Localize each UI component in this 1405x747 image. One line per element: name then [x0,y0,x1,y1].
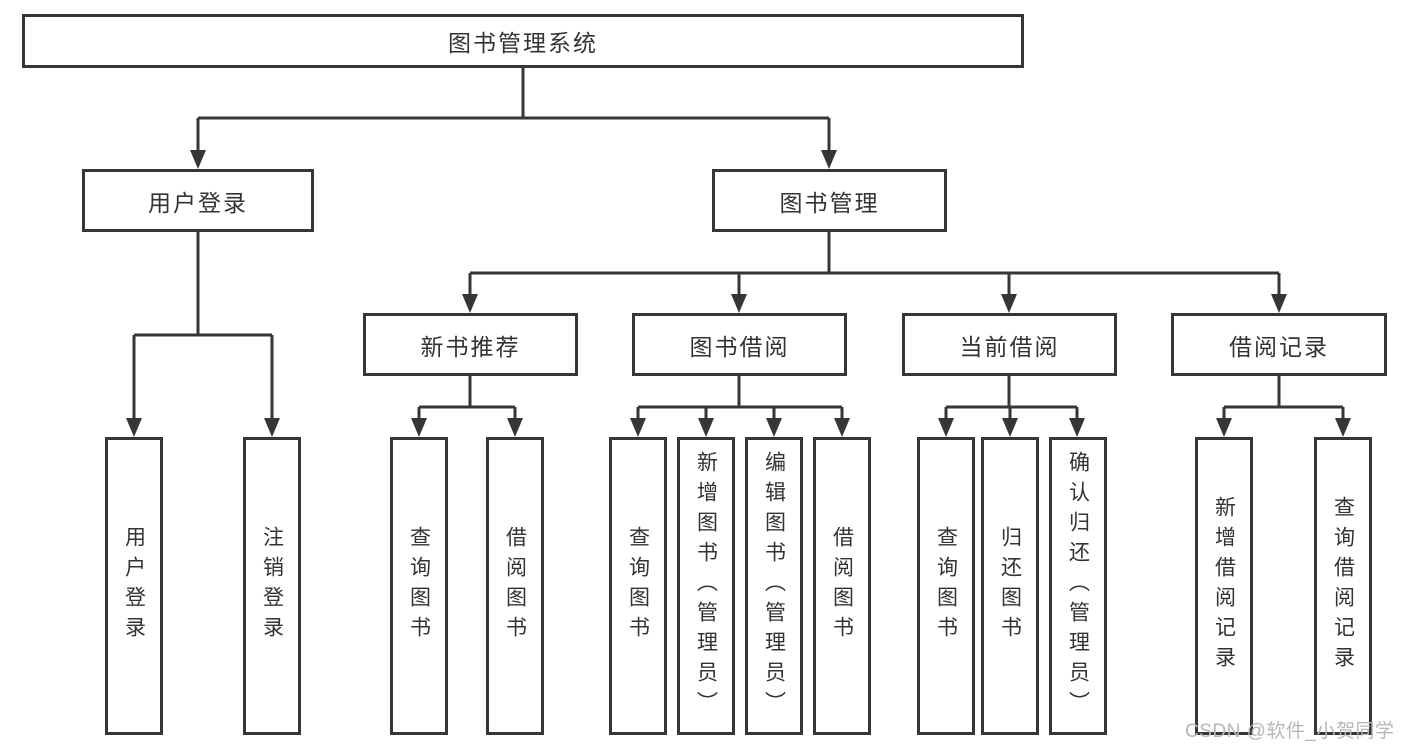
leaf-query-book-2: 查询图书 [609,437,667,735]
node-new-book-recommend-label: 新书推荐 [420,333,521,360]
leaf-edit-book-admin-label: 编辑图书（管理员） [762,451,786,721]
leaf-query-borrow-record-label: 查询借阅记录 [1331,496,1355,676]
arrowheads [126,150,1351,437]
leaf-query-book-3-label: 查询图书 [934,526,958,646]
watermark: CSDN @软件_小贺同学 [1185,721,1395,742]
leaf-add-book-admin: 新增图书（管理员） [677,437,735,735]
node-book-mgmt-label: 图书管理 [779,189,880,216]
leaf-logout: 注销登录 [243,437,301,735]
leaf-user-login: 用户登录 [105,437,163,735]
connector-borrow-records [1222,376,1345,420]
leaf-borrow-book-2: 借阅图书 [813,437,871,735]
connector-root [196,68,831,151]
leaf-confirm-return-admin: 确认归还（管理员） [1049,437,1107,735]
leaf-borrow-book-1: 借阅图书 [486,437,544,735]
connector-user-login [132,232,274,420]
leaf-edit-book-admin: 编辑图书（管理员） [745,437,803,735]
leaf-borrow-book-1-label: 借阅图书 [503,526,527,646]
node-user-login: 用户登录 [82,169,314,232]
node-current-borrow-label: 当前借阅 [959,333,1060,360]
connector-current-borrow [944,376,1079,420]
node-user-login-label: 用户登录 [148,189,248,216]
leaf-add-borrow-record: 新增借阅记录 [1195,437,1253,735]
leaf-add-borrow-record-label: 新增借阅记录 [1212,496,1236,676]
node-current-borrow: 当前借阅 [902,313,1117,376]
connector-book-mgmt [468,232,1281,296]
leaf-return-book-label: 归还图书 [998,526,1022,646]
leaf-query-book-1-label: 查询图书 [407,526,431,646]
node-borrow-records-label: 借阅记录 [1229,333,1329,360]
leaf-add-book-admin-label: 新增图书（管理员） [694,451,718,721]
node-root-label: 图书管理系统 [448,30,598,56]
leaf-return-book: 归还图书 [981,437,1039,735]
node-book-borrow: 图书借阅 [632,313,847,376]
leaf-user-login-label: 用户登录 [122,526,146,646]
leaf-confirm-return-admin-label: 确认归还（管理员） [1066,451,1090,721]
connector-book-borrow [636,376,844,420]
leaf-query-book-2-label: 查询图书 [626,526,650,646]
node-new-book-recommend: 新书推荐 [363,313,578,376]
leaf-query-borrow-record: 查询借阅记录 [1314,437,1372,735]
leaf-query-book-3: 查询图书 [917,437,975,735]
node-root: 图书管理系统 [22,14,1024,68]
leaf-borrow-book-2-label: 借阅图书 [830,526,854,646]
node-book-mgmt: 图书管理 [712,169,947,232]
leaf-logout-label: 注销登录 [260,526,284,646]
node-borrow-records: 借阅记录 [1171,313,1387,376]
node-book-borrow-label: 图书借阅 [689,333,790,360]
connector-new-book [417,376,517,420]
leaf-query-book-1: 查询图书 [390,437,448,735]
